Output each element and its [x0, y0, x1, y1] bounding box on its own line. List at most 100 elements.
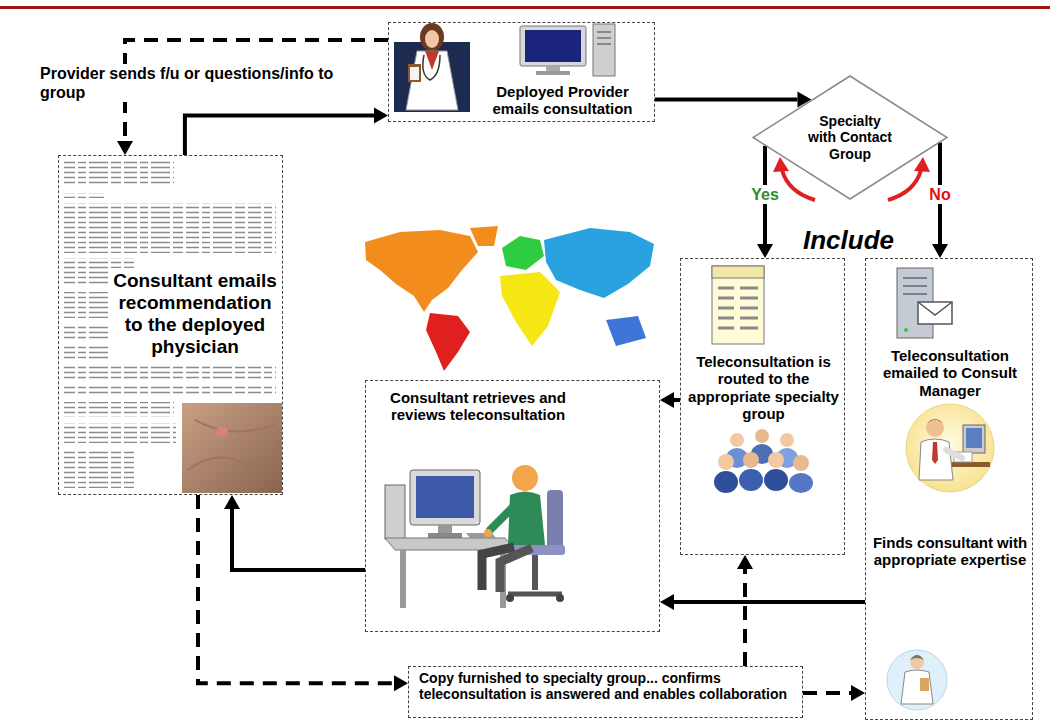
- consultant-workstation-icon: [508, 592, 562, 597]
- computer-icon: [546, 66, 560, 71]
- arrowhead: [757, 244, 773, 258]
- dashed-connector: [737, 555, 753, 666]
- email-screenshot: [64, 423, 176, 443]
- consultant-workstation-icon: [385, 485, 405, 539]
- email-screenshot: [188, 420, 280, 470]
- mail-server-icon: [903, 278, 927, 294]
- connector-line: [185, 116, 374, 156]
- mail-server-icon: [904, 328, 908, 332]
- consultant-workstation-icon: [506, 594, 514, 602]
- world-map: [365, 226, 654, 371]
- mail-server-icon: [918, 302, 952, 324]
- connector-line: [232, 509, 365, 570]
- deployed-doctor-icon: [425, 51, 439, 70]
- consult-manager-icon: [926, 419, 944, 437]
- node-text: Copy furnished to specialty group... con…: [419, 670, 794, 702]
- specialty-group-icon: [768, 452, 784, 468]
- arrowhead: [224, 495, 240, 509]
- email-screenshot: [64, 193, 104, 198]
- consult-manager-icon: [926, 419, 944, 425]
- consultant-doctor-icon: [910, 655, 924, 660]
- deployed-doctor-icon: [425, 30, 439, 48]
- email-screenshot: [182, 403, 282, 493]
- specialty-group-icon: [739, 469, 763, 491]
- world-map: [426, 313, 470, 371]
- consultant-workstation-icon: [400, 550, 406, 608]
- specialty-group-icon: [764, 469, 788, 491]
- file-cabinet-icon: [712, 266, 764, 344]
- world-map: [606, 316, 646, 346]
- connector: [185, 108, 388, 155]
- consult-manager-icon: [963, 425, 985, 453]
- arrowhead: [117, 141, 133, 155]
- connector-line: [674, 600, 865, 604]
- consultant-workstation-icon: [438, 525, 452, 533]
- file-cabinet-icon: [712, 266, 764, 278]
- world-map: [544, 228, 654, 298]
- consultant-workstation-icon: [547, 490, 563, 550]
- consultant-workstation-icon: [416, 476, 474, 518]
- deployed-doctor-icon: [420, 23, 444, 51]
- process-box: Deployed Provider emails consultation: [388, 22, 655, 122]
- deployed-doctor-icon: [394, 42, 470, 112]
- email-screenshot: [64, 386, 276, 396]
- connector-line: [743, 569, 747, 666]
- consultant-doctor-icon: [887, 650, 947, 710]
- world-map: [500, 272, 560, 346]
- consult-manager-icon: [946, 450, 962, 458]
- edge-label: Yes: [749, 185, 781, 204]
- consultant-doctor-icon: [910, 655, 924, 669]
- consult-manager-icon: [906, 404, 994, 492]
- connector: [660, 392, 680, 408]
- arrowhead: [660, 392, 674, 408]
- consult-manager-icon: [932, 442, 938, 464]
- arrowhead: [394, 675, 408, 691]
- consultant-workstation-icon: [512, 465, 538, 491]
- diamond-outline: [753, 76, 947, 199]
- consultant-doctor-icon: [901, 670, 933, 704]
- email-screenshot: [64, 366, 276, 381]
- connector: [660, 594, 865, 610]
- specialty-group-icon: [780, 433, 794, 447]
- deployed-doctor-icon: [394, 23, 470, 112]
- consultant-workstation-icon: [410, 470, 480, 525]
- consultant-workstation-icon: [508, 492, 545, 546]
- computer-icon: [536, 71, 570, 75]
- specialty-group-icon: [789, 473, 813, 493]
- specialty-group-icon: [718, 454, 734, 470]
- include-arrows: [914, 157, 930, 172]
- computer-icon: [520, 26, 586, 66]
- consultant-workstation-icon: [490, 506, 514, 530]
- computer-icon: [597, 32, 611, 44]
- node-text: Consultant emails recommendation to the …: [111, 268, 279, 359]
- consult-manager-icon: [950, 462, 990, 467]
- consultant-workstation-icon: [532, 555, 538, 590]
- specialty-group-icon: [743, 452, 759, 468]
- consultant-doctor-icon: [920, 678, 929, 691]
- email-screenshot: [64, 160, 282, 493]
- node-text: Deployed Provider emails consultation: [474, 83, 651, 118]
- deployed-doctor-icon: [423, 55, 440, 80]
- dashed-connector: [803, 685, 865, 701]
- specialty-group-icon: [714, 471, 738, 493]
- connector-line: [803, 691, 851, 695]
- world-map: [470, 226, 498, 246]
- process-box: Consultant retrieves and reviews telecon…: [365, 380, 660, 632]
- mail-server-icon: [918, 302, 952, 315]
- computer-icon: [520, 24, 615, 76]
- edge-label: No: [927, 185, 952, 204]
- consultant-workstation-icon: [428, 533, 462, 538]
- dashed-connector: [198, 495, 408, 691]
- consult-manager-icon: [919, 439, 953, 480]
- file-cabinet-icon: [712, 266, 764, 344]
- consultant-workstation-icon: [484, 529, 492, 537]
- consultant-doctor-icon: [887, 650, 947, 710]
- arrowhead: [660, 594, 674, 610]
- node-text: Finds consultant with appropriate expert…: [870, 534, 1030, 569]
- email-document: Consultant emails recommendation to the …: [58, 155, 283, 495]
- computer-icon: [525, 30, 581, 62]
- email-screenshot: [64, 450, 134, 488]
- connector: [224, 495, 365, 570]
- connector: [655, 92, 811, 108]
